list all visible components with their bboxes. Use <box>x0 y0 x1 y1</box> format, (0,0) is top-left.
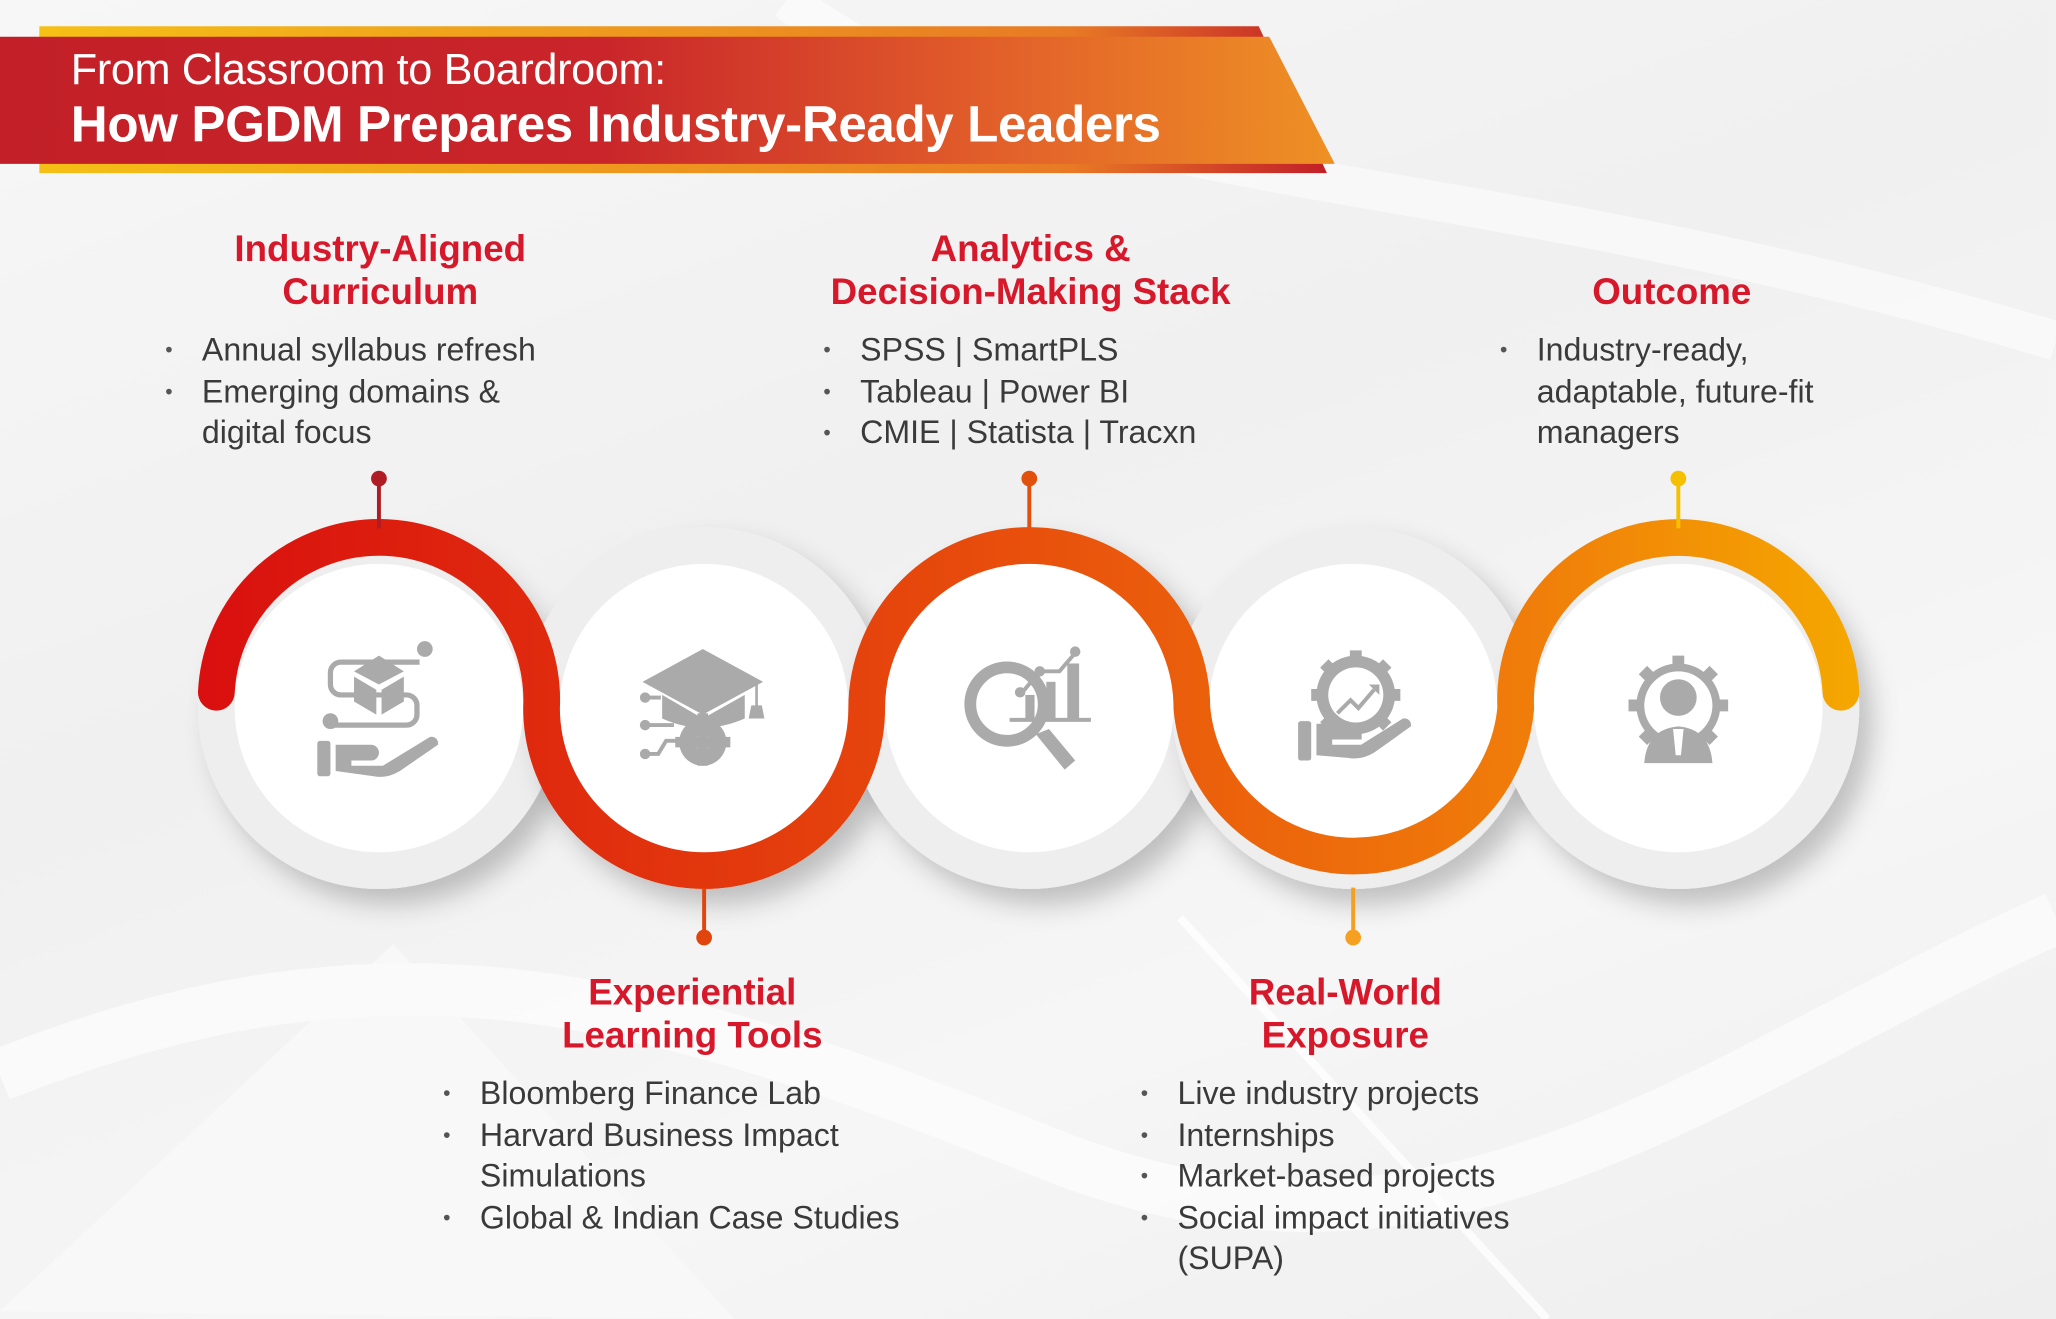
bullet-item: Bloomberg Finance Lab <box>443 1074 899 1115</box>
heading-line: Industry-Aligned <box>234 228 527 269</box>
stage-2-heading: Experiential Learning Tools <box>496 970 889 1057</box>
stage-3-heading: Analytics & Decision-Making Stack <box>768 227 1292 314</box>
stage-5-heading: Outcome <box>1475 270 1868 313</box>
bullet-item: Harvard Business Impact <box>443 1115 899 1156</box>
stage-4-bullets: Live industry projects Internships Marke… <box>1141 1074 1510 1281</box>
stage-2-bullets: Bloomberg Finance Lab Harvard Business I… <box>443 1074 899 1239</box>
bullet-item: Industry-ready, <box>1500 330 1814 371</box>
bullet-item: Internships <box>1141 1115 1510 1156</box>
stage-4-heading: Real-World Exposure <box>1149 970 1542 1057</box>
bullet-item: managers <box>1536 415 1680 452</box>
graduation-cap-gear-icon <box>639 649 765 766</box>
heading-line: Analytics & <box>930 228 1131 269</box>
heading-line: Exposure <box>1261 1014 1429 1056</box>
bullet-item: Annual syllabus refresh <box>165 330 536 371</box>
heading-line: Curriculum <box>282 271 479 313</box>
pin-dot <box>696 929 712 946</box>
heading-line: Real-World <box>1248 971 1442 1013</box>
stage-3-bullets: SPSS | SmartPLS Tableau | Power BI CMIE … <box>823 330 1196 454</box>
pin-dot <box>1670 470 1687 487</box>
manager-gear-icon <box>1628 655 1729 764</box>
title-line-2: How PGDM Prepares Industry-Ready Leaders <box>70 97 1161 154</box>
stage-disks <box>197 527 1860 889</box>
pin-dot <box>371 470 387 487</box>
bullet-item: Tableau | Power BI <box>823 372 1196 413</box>
bullet-item: Emerging domains & <box>165 372 536 413</box>
heading-line: Decision-Making Stack <box>830 271 1231 313</box>
stage-5-bullets: Industry-ready, adaptable, future-fit ma… <box>1500 330 1814 454</box>
bullet-item: Social impact initiatives <box>1141 1198 1510 1239</box>
connector-pins <box>371 470 1687 946</box>
hand-gear-growth-icon <box>1298 650 1412 761</box>
stage-1-heading: Industry-Aligned Curriculum <box>184 227 577 314</box>
heading-line: Experiential <box>588 971 797 1013</box>
pin-dot <box>1021 470 1038 487</box>
bullet-item: digital focus <box>201 415 372 452</box>
wave-connector <box>197 519 1860 889</box>
bullet-item: adaptable, future-fit <box>1536 374 1814 410</box>
bullet-item: Market-based projects <box>1141 1156 1510 1197</box>
heading-line: Outcome <box>1592 271 1752 313</box>
bullet-item: Simulations <box>479 1159 646 1195</box>
stage-1-bullets: Annual syllabus refresh Emerging domains… <box>165 330 536 454</box>
title-banner <box>0 26 1335 174</box>
bullet-item: SPSS | SmartPLS <box>823 330 1196 371</box>
bullet-item: CMIE | Statista | Tracxn <box>823 413 1196 454</box>
heading-line: Learning Tools <box>562 1014 823 1056</box>
bullet-item: (SUPA) <box>1177 1241 1284 1278</box>
analytics-magnifier-icon <box>964 646 1091 770</box>
hand-cube-process-icon <box>317 641 439 777</box>
bullet-item: Global & Indian Case Studies <box>443 1198 899 1239</box>
bullet-item: Live industry projects <box>1141 1074 1510 1115</box>
pin-dot <box>1345 929 1362 946</box>
title-line-1: From Classroom to Boardroom: <box>70 44 666 94</box>
